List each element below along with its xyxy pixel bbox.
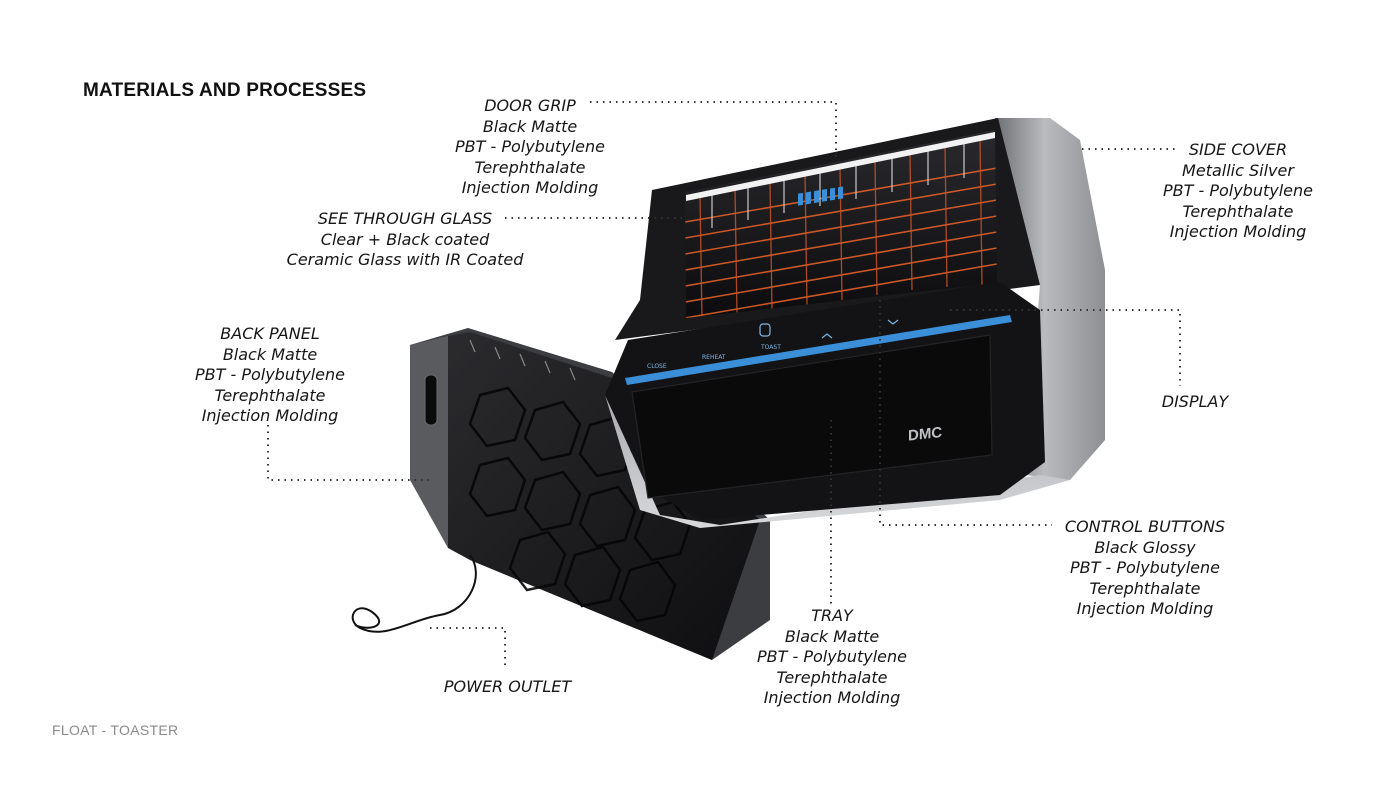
callout-door-grip: DOOR GRIP Black Matte PBT - Polybutylene…	[454, 96, 605, 197]
callout-display: DISPLAY	[1161, 392, 1229, 411]
toast-button-label: TOAST	[760, 344, 781, 351]
heating-grid	[685, 138, 997, 318]
close-button-label: CLOSE	[647, 363, 667, 370]
level-indicator	[798, 186, 843, 206]
power-cord	[351, 554, 477, 633]
callout-control-buttons: CONTROL BUTTONS Black Glossy PBT - Polyb…	[1064, 517, 1226, 618]
back-panel	[410, 328, 770, 660]
reheat-button-label: REHEAT	[702, 354, 726, 361]
callout-side-cover: SIDE COVER Metallic Silver PBT - Polybut…	[1162, 140, 1313, 241]
leader-lines	[267, 101, 1181, 668]
footer-caption: FLOAT - TOASTER	[52, 722, 179, 738]
callout-back-panel: BACK PANEL Black Matte PBT - Polybutylen…	[194, 324, 345, 425]
front-toaster: CLOSE REHEAT TOAST DMC	[605, 118, 1105, 528]
dmc-logo: DMC	[908, 424, 942, 445]
callout-tray: TRAY Black Matte PBT - Polybutylene Tere…	[756, 606, 907, 707]
toast-icon	[759, 323, 771, 337]
page-title: MATERIALS AND PROCESSES	[83, 80, 367, 101]
callout-power-outlet: POWER OUTLET	[443, 677, 572, 696]
callout-see-through-glass: SEE THROUGH GLASS Clear + Black coated C…	[286, 209, 524, 269]
chevron-down-icon	[887, 319, 899, 325]
chevron-up-icon	[821, 333, 833, 339]
